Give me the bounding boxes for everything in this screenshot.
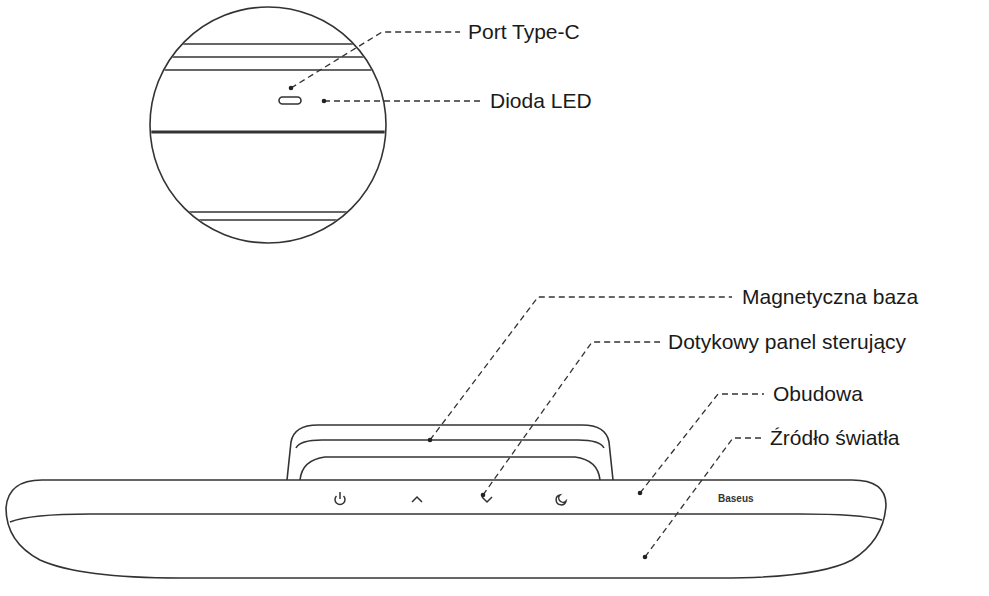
part-label: Źródło światła: [770, 426, 900, 450]
zoom-circle: [150, 7, 386, 243]
part-label: Dioda LED: [490, 89, 592, 113]
leader-lines: [291, 32, 764, 557]
part-label: Port Type-C: [468, 20, 580, 44]
part-label: Magnetyczna baza: [742, 285, 918, 309]
light-source: [10, 514, 882, 522]
touch-icons: [335, 492, 566, 505]
part-label: Obudowa: [773, 382, 863, 406]
zoom-detail: [140, 44, 400, 220]
part-label: Dotykowy panel sterujący: [668, 330, 906, 354]
brand-logo: Baseus: [718, 493, 754, 505]
leader-dots: [289, 86, 648, 560]
usb-port: [279, 97, 301, 104]
lamp-housing: [6, 480, 886, 578]
magnetic-base: [287, 425, 613, 480]
